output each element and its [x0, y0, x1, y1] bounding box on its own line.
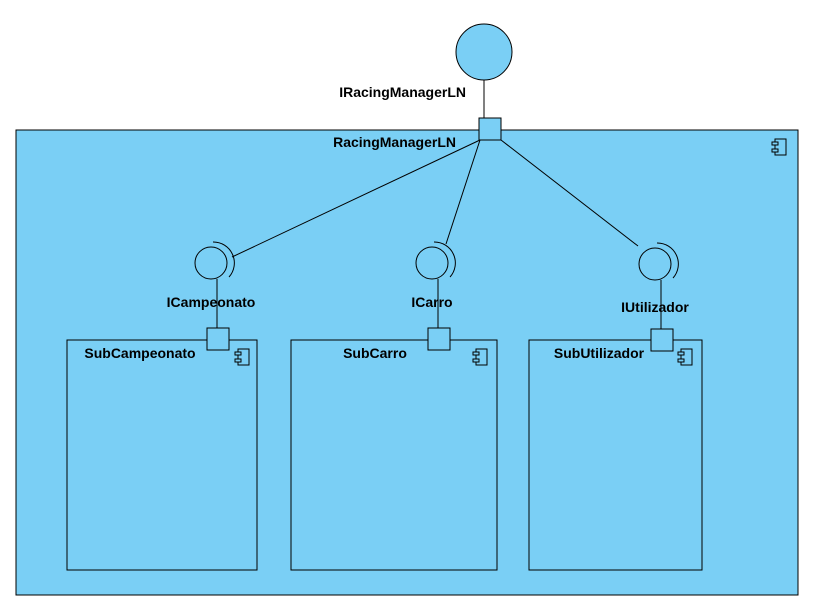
connector-icarro: [445, 139, 481, 245]
provided-interface-label: IRacingManagerLN: [339, 84, 466, 100]
required-interface-label-icarro: ICarro: [411, 294, 452, 310]
required-interface-label-icampeonato: ICampeonato: [167, 294, 256, 310]
subcomponent-subcarro[interactable]: [290, 339, 498, 571]
subcomponent-subutilizador[interactable]: [528, 339, 703, 571]
subcomponent-port[interactable]: [206, 327, 230, 351]
socket-icon[interactable]: [638, 247, 672, 281]
socket-arc-icon: [656, 242, 679, 279]
subcomponent-label-subutilizador: SubUtilizador: [554, 345, 645, 361]
socket-arc-icon: [212, 241, 235, 278]
main-component-label: RacingManagerLN: [333, 134, 456, 150]
socket-icon[interactable]: [415, 246, 449, 280]
lollipop-circle-icon[interactable]: [455, 23, 513, 81]
subcomponent-port[interactable]: [650, 328, 674, 352]
subcomponent-label-subcarro: SubCarro: [343, 345, 407, 361]
connector-icampeonato: [231, 139, 481, 258]
required-interface-label-iutilizador: IUtilizador: [621, 299, 689, 315]
socket-icon[interactable]: [194, 246, 228, 280]
subcomponent-port[interactable]: [427, 327, 451, 351]
socket-arc-icon: [433, 241, 456, 278]
main-port[interactable]: [478, 117, 502, 141]
subcomponent-label-subcampeonato: SubCampeonato: [84, 345, 195, 361]
subcomponent-subcampeonato[interactable]: [66, 339, 258, 571]
connector-iutilizador: [500, 139, 639, 247]
